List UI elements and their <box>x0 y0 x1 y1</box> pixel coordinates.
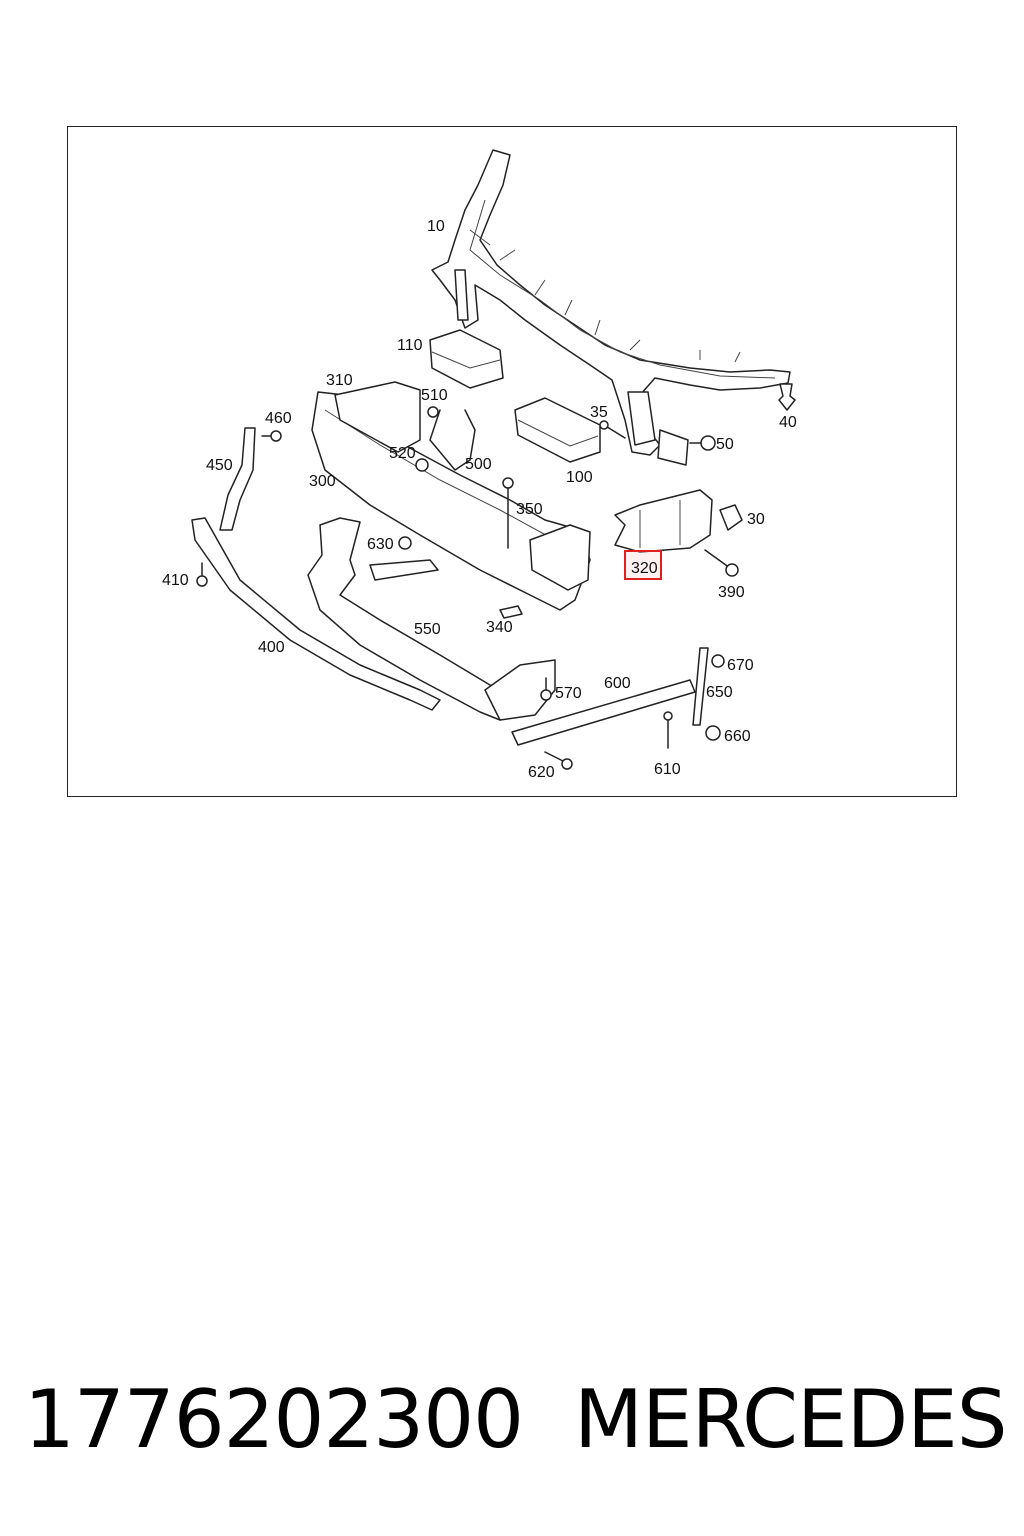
callout-110: 110 <box>397 337 423 354</box>
part-670-nut <box>711 654 725 668</box>
callout-310: 310 <box>326 372 353 389</box>
part-500-bracket <box>415 406 476 472</box>
part-30-clip <box>719 504 743 531</box>
part-660-nut <box>705 725 721 741</box>
part-600-rail <box>511 679 696 746</box>
part-630-nut <box>398 536 412 550</box>
callout-570: 570 <box>555 685 582 702</box>
part-390-bolt <box>704 549 739 577</box>
part-40-clip <box>778 383 796 411</box>
callout-320: 320 <box>631 560 658 577</box>
part-400-trim-strip <box>191 517 441 711</box>
callout-410: 410 <box>162 572 189 589</box>
callout-510: 510 <box>421 387 448 404</box>
highlight-box-320 <box>624 550 662 580</box>
part-35-pin <box>599 420 626 439</box>
part-300-bumper-beam <box>311 381 591 611</box>
part-450-side-bracket <box>219 427 282 531</box>
part-550-lower-member <box>307 517 556 721</box>
callout-300: 300 <box>309 473 336 490</box>
callout-550: 550 <box>414 621 441 638</box>
callout-610: 610 <box>654 761 681 778</box>
part-number: 1776202300 <box>24 1373 524 1466</box>
callout-400: 400 <box>258 639 285 656</box>
callout-630: 630 <box>367 536 394 553</box>
callout-340: 340 <box>486 619 513 636</box>
callout-600: 600 <box>604 675 631 692</box>
callout-35: 35 <box>590 404 608 421</box>
callout-670: 670 <box>727 657 754 674</box>
callout-460: 460 <box>265 410 292 427</box>
callout-30: 30 <box>747 511 765 528</box>
part-110-air-guide <box>429 329 504 389</box>
part-650-strip <box>692 647 709 726</box>
callout-labels: 10 110 310 510 35 40 460 520 500 50 450 … <box>162 218 797 781</box>
callout-390: 390 <box>718 584 745 601</box>
part-50-nut <box>689 435 716 451</box>
brand-name: MERCEDES <box>574 1373 1008 1466</box>
callout-620: 620 <box>528 764 555 781</box>
callout-350: 350 <box>516 501 543 518</box>
caption: 1776202300 MERCEDES <box>0 1365 1024 1475</box>
part-10-upper-carrier <box>431 149 791 466</box>
callout-100: 100 <box>566 469 593 486</box>
callout-650: 650 <box>706 684 733 701</box>
callout-40: 40 <box>779 414 797 431</box>
callout-50: 50 <box>716 436 734 453</box>
callout-520: 520 <box>389 445 416 462</box>
callout-660: 660 <box>724 728 751 745</box>
part-620-bolt <box>544 751 573 770</box>
callout-450: 450 <box>206 457 233 474</box>
part-410-screw <box>196 562 208 587</box>
part-340-clip <box>499 605 523 619</box>
callout-10: 10 <box>427 218 445 235</box>
part-610-bolt <box>663 711 673 749</box>
part-320-bracket <box>614 489 713 553</box>
callout-500: 500 <box>465 456 492 473</box>
part-570-bolt <box>540 677 552 701</box>
part-100-module <box>514 397 601 463</box>
part-350-bolt <box>502 477 514 549</box>
